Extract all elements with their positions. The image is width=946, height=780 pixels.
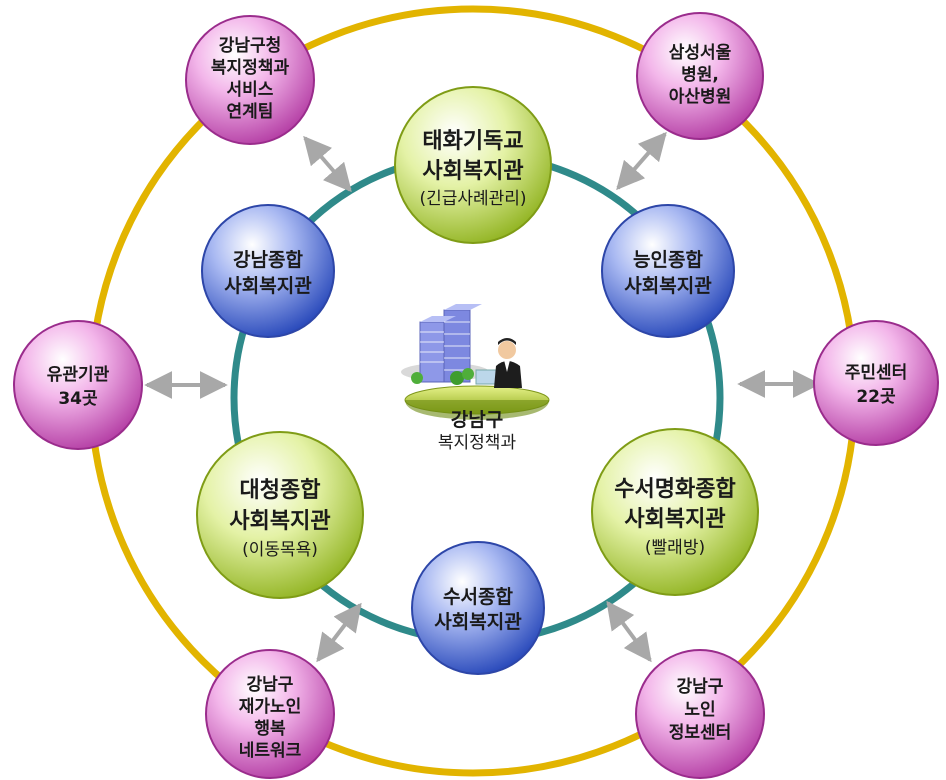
node-gangnam-office-line2: 복지정책과 <box>211 58 290 78</box>
node-suseo-myeonghwa-line3: (빨래방) <box>645 538 705 558</box>
node-related-agencies-line2: 34곳 <box>58 389 98 409</box>
node-elderly-network[interactable]: 강남구 재가노인 행복 네트워크 <box>205 649 335 779</box>
node-community-centers[interactable]: 주민센터 22곳 <box>813 320 939 446</box>
center-illustration <box>401 304 550 420</box>
node-gangnam-line2: 사회복지관 <box>224 275 312 297</box>
node-elderly-network-line2: 재가노인 <box>239 697 302 717</box>
node-related-agencies-line1: 유관기관 <box>47 365 110 385</box>
node-suseo-myeonghwa[interactable]: 수서명화종합 사회복지관 (빨래방) <box>591 428 759 596</box>
node-hospitals-line1: 삼성서울 <box>669 43 732 63</box>
node-daecheong-line2: 사회복지관 <box>229 509 330 534</box>
node-taehwa-line3: (긴급사례관리) <box>419 189 526 209</box>
node-daecheong[interactable]: 대청종합 사회복지관 (이동목욕) <box>196 431 364 599</box>
node-hospitals[interactable]: 삼성서울 병원, 아산병원 <box>636 12 764 140</box>
node-gangnam-office-line4: 연계팀 <box>227 102 274 122</box>
node-elderly-info-center-line3: 정보센터 <box>669 723 732 743</box>
node-community-centers-line2: 22곳 <box>856 387 896 407</box>
node-neungin-line2: 사회복지관 <box>624 275 712 297</box>
node-elderly-info-center-line1: 강남구 <box>677 677 724 697</box>
node-related-agencies[interactable]: 유관기관 34곳 <box>13 320 143 450</box>
node-taehwa-line1: 태화기독교 <box>422 129 523 154</box>
node-daecheong-line3: (이동목욕) <box>242 540 318 560</box>
node-elderly-network-line4: 네트워크 <box>239 741 302 761</box>
center-label-line2: 복지정책과 <box>438 433 517 453</box>
node-gangnam-office[interactable]: 강남구청 복지정책과 서비스 연계팀 <box>185 15 315 145</box>
node-suseo-line2: 사회복지관 <box>434 611 522 633</box>
node-hospitals-line3: 아산병원 <box>669 87 732 107</box>
node-taehwa[interactable]: 태화기독교 사회복지관 (긴급사례관리) <box>394 86 552 244</box>
node-elderly-network-line3: 행복 <box>254 719 286 739</box>
person-at-laptop-icon <box>475 338 522 388</box>
tree-icon <box>411 368 474 385</box>
node-suseo[interactable]: 수서종합 사회복지관 <box>411 541 545 675</box>
node-community-centers-line1: 주민센터 <box>845 363 908 383</box>
node-elderly-info-center[interactable]: 강남구 노인 정보센터 <box>635 649 765 779</box>
node-suseo-myeonghwa-line1: 수서명화종합 <box>614 476 735 502</box>
arrow-bottom-right <box>606 600 652 663</box>
node-taehwa-line2: 사회복지관 <box>422 159 523 184</box>
arrow-top-right <box>616 131 667 191</box>
arrow-bottom-left <box>316 602 362 663</box>
node-gangnam-line1: 강남종합 <box>233 249 303 271</box>
node-elderly-info-center-line2: 노인 <box>684 700 715 720</box>
node-elderly-network-line1: 강남구 <box>247 675 294 695</box>
node-gangnam-office-line1: 강남구청 <box>219 35 282 56</box>
node-suseo-line1: 수서종합 <box>443 586 513 608</box>
node-neungin-line1: 능인종합 <box>633 249 703 271</box>
arrow-top-left <box>303 135 352 193</box>
node-gangnam[interactable]: 강남종합 사회복지관 <box>201 204 335 338</box>
node-neungin[interactable]: 능인종합 사회복지관 <box>601 204 735 338</box>
node-hospitals-line2: 병원, <box>681 65 719 85</box>
node-gangnam-office-line3: 서비스 <box>227 80 274 100</box>
connector-arrows <box>144 131 821 663</box>
node-suseo-myeonghwa-line2: 사회복지관 <box>624 507 725 532</box>
center-label-line1: 강남구 <box>451 409 503 431</box>
node-daecheong-line1: 대청종합 <box>240 477 321 503</box>
